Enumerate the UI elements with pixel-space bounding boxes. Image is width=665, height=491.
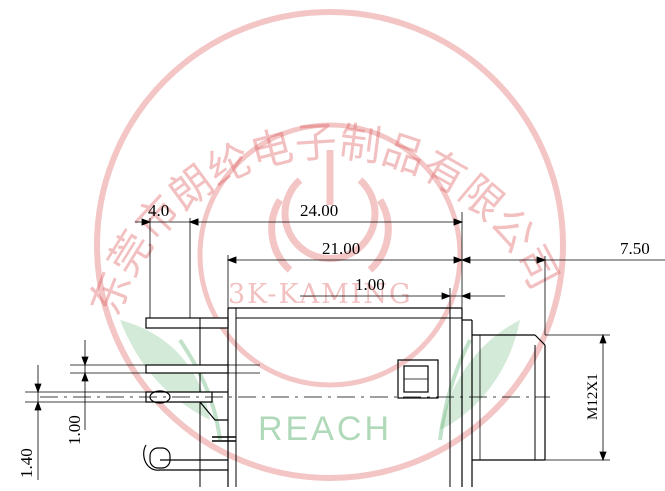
reach-text: REACH [258,410,392,448]
dimension-lines [25,212,665,480]
seal-outer-ring [94,9,566,481]
seal-power-icon [268,150,392,273]
dim-7-50: 7.50 [620,239,650,258]
seal-inner-ring [197,122,463,388]
dim-21-00: 21.00 [322,239,360,258]
dim-1-00-left: 1.00 [65,415,84,445]
dim-1-40: 1.40 [17,448,36,478]
dim-4-0: 4.0 [148,201,169,220]
jack-body-outline [143,307,546,487]
dim-1-00-top: 1.00 [355,275,385,294]
dim-24-00: 24.00 [300,201,338,220]
dim-m12x1: M12X1 [585,373,601,420]
seal-brand-text: 3K-KAMING [228,279,413,310]
